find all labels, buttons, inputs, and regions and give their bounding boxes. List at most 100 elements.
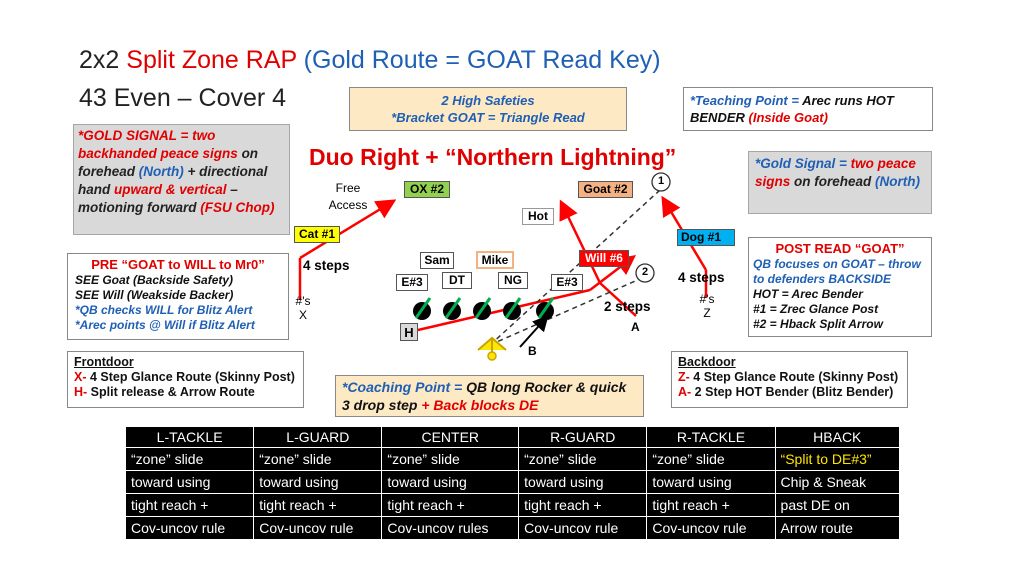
frontdoor-h-key: H- <box>74 385 88 399</box>
title-part-2: Split Zone RAP <box>126 46 304 74</box>
read-circle-2-label: 2 <box>641 266 649 278</box>
defender-cat: Cat #1 <box>294 226 340 243</box>
table-header: R-TACKLE <box>646 426 776 448</box>
page-subtitle: 43 Even – Cover 4 <box>79 84 287 112</box>
z-receiver: #'s Z <box>696 292 718 320</box>
a-route-1 <box>599 282 637 317</box>
table-cell: Cov-uncov rule <box>646 516 776 540</box>
table-cell: Cov-uncov rule <box>518 516 648 540</box>
x-numbers: #'s <box>295 294 311 308</box>
table-cell: “zone” slide <box>646 447 776 471</box>
zone-slide-c <box>474 297 492 319</box>
x-receiver: #'s X <box>292 294 314 322</box>
table-cell: tight reach + <box>646 493 776 517</box>
gold-signal-left-e: upward & vertical <box>114 182 227 197</box>
gold-signal-left-c: (North) <box>138 164 184 179</box>
gold-signal-left-box: *GOLD SIGNAL = two backhanded peace sign… <box>73 124 290 235</box>
table-header: L-GUARD <box>253 426 383 448</box>
read-circle-1-label: 1 <box>657 175 665 187</box>
table-cell: Cov-uncov rules <box>381 516 520 540</box>
zone-slide-rg <box>504 297 522 319</box>
title-part-1: 2x2 <box>79 46 127 74</box>
table-cell: Cov-uncov rule <box>124 516 255 540</box>
frontdoor-x-text: 4 Step Glance Route (Skinny Post) <box>86 370 295 384</box>
free-access-line-2: Access <box>328 198 368 212</box>
back-block-line <box>519 315 549 348</box>
zone-slide-lt <box>414 297 432 319</box>
frontdoor-title: Frontdoor <box>74 355 134 369</box>
title-part-3: (Gold Route = GOAT Read Key) <box>303 46 661 74</box>
table-cell: Chip & Sneak <box>774 470 901 494</box>
table-row: Cov-uncov rule Cov-uncov rule Cov-uncov … <box>124 516 901 540</box>
free-access-line-1: Free <box>335 181 361 195</box>
safeties-line-1: 2 High Safeties <box>441 93 535 108</box>
blocking-rules-table: L-TACKLE L-GUARD CENTER R-GUARD R-TACKLE… <box>124 426 901 540</box>
table-header: CENTER <box>381 426 520 448</box>
defender-will: Will #6 <box>579 250 629 267</box>
pre-read-line: SEE Goat (Backside Safety) <box>75 273 234 287</box>
defender-end-left: E#3 <box>396 274 428 291</box>
read-circle-1 <box>651 172 671 192</box>
backdoor-a-key: A- <box>678 385 692 399</box>
table-cell: Arrow route <box>774 516 901 540</box>
table-cell: “zone” slide <box>518 447 648 471</box>
defender-mike: Mike <box>476 251 514 269</box>
table-row: “zone” slide “zone” slide “zone” slide “… <box>124 447 901 471</box>
a-steps-label: 2 steps <box>604 299 651 314</box>
defender-goat: Goat #2 <box>578 181 633 198</box>
backdoor-z-text: 4 Step Glance Route (Skinny Post) <box>689 370 899 384</box>
post-read-line: #1 = Zrec Glance Post <box>753 302 879 316</box>
read-line-2 <box>489 277 643 346</box>
table-header: R-GUARD <box>518 426 648 448</box>
gold-signal-right-a: *Gold Signal = <box>755 156 851 171</box>
safeties-line-2: *Bracket GOAT = Triangle Read <box>391 110 585 125</box>
zone-slide-lg <box>444 297 462 319</box>
backdoor-box: Backdoor Z- 4 Step Glance Route (Skinny … <box>671 351 908 408</box>
defender-dog: Dog #1 <box>677 229 735 246</box>
teaching-point-label: *Teaching Point = <box>690 93 803 108</box>
table-cell: toward using <box>381 470 520 494</box>
frontdoor-box: Frontdoor X- 4 Step Glance Route (Skinny… <box>67 351 304 408</box>
table-header: L-TACKLE <box>124 426 255 448</box>
post-read-focus: QB focuses on GOAT – throw to defenders … <box>753 257 921 286</box>
gold-signal-right-b: two peace signs <box>755 156 916 189</box>
gold-signal-left-d: + directional hand <box>78 164 268 197</box>
gold-signal-right-c: on forehead <box>790 174 876 189</box>
teaching-point-main: Arec runs HOT BENDER <box>690 93 894 125</box>
read-line-1 <box>489 189 661 346</box>
table-cell: tight reach + <box>124 493 255 517</box>
table-row: toward using toward using toward using t… <box>124 470 901 494</box>
defender-ox: OX #2 <box>404 181 450 198</box>
a-route-2 <box>559 199 602 284</box>
pre-read-line: *Arec points @ Will if Blitz Alert <box>75 318 255 332</box>
table-cell: toward using <box>646 470 776 494</box>
coaching-point-extra: + Back blocks DE <box>417 397 539 413</box>
teaching-point-box: *Teaching Point = Arec runs HOT BENDER (… <box>683 87 933 131</box>
post-read-line: HOT = Arec Bender <box>753 287 863 301</box>
post-read-title: POST READ “GOAT” <box>775 241 905 256</box>
frontdoor-h-text: Split release & Arrow Route <box>87 385 255 399</box>
hot-label: Hot <box>522 208 554 225</box>
pre-read-line: *QB checks WILL for Blitz Alert <box>75 303 253 317</box>
x-label: X <box>298 308 307 322</box>
pre-read-box: PRE “GOAT to WILL to Mr0” SEE Goat (Back… <box>67 253 289 340</box>
table-row: tight reach + tight reach + tight reach … <box>124 493 901 517</box>
table-cell: “zone” slide <box>124 447 255 471</box>
z-steps-label: 4 steps <box>678 270 725 285</box>
defender-dt: DT <box>442 272 472 289</box>
defender-ng: NG <box>498 272 528 289</box>
backdoor-title: Backdoor <box>678 355 736 369</box>
table-cell: “zone” slide <box>381 447 520 471</box>
coaching-point-box: *Coaching Point = QB long Rocker & quick… <box>335 375 644 417</box>
qb-icon <box>477 336 507 352</box>
table-cell: toward using <box>124 470 255 494</box>
table-cell: tight reach + <box>381 493 520 517</box>
x-steps-label: 4 steps <box>303 258 350 273</box>
defender-end-right: E#3 <box>551 274 583 291</box>
h-back: H <box>400 323 418 341</box>
gold-signal-left-f: – motioning forward <box>78 182 238 215</box>
page-title: 2x2 Split Zone RAP (Gold Route = GOAT Re… <box>79 46 661 75</box>
pre-read-line: SEE Will (Weakside Backer) <box>75 288 234 302</box>
post-read-box: POST READ “GOAT” QB focuses on GOAT – th… <box>748 237 932 337</box>
